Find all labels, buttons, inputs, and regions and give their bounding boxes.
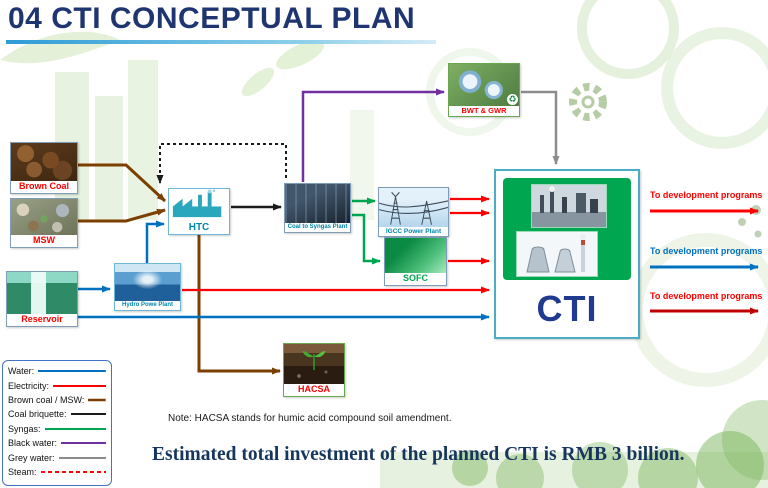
dev-program-label-1: To development programs	[650, 190, 763, 200]
legend-label: Electricity:	[8, 380, 50, 391]
legend-label: Syngas:	[8, 423, 41, 434]
investment-statement: Estimated total investment of the planne…	[152, 444, 685, 465]
node-reservoir: Reservoir	[6, 271, 78, 327]
legend-line-steam	[40, 470, 106, 473]
node-htc: HTC	[168, 188, 230, 235]
legend-item-steam: Steam:	[8, 465, 106, 479]
legend-label: Brown coal / MSW:	[8, 394, 85, 405]
sofc-image	[385, 238, 446, 274]
node-label: Coal to Syngas Plant	[285, 223, 350, 232]
dev-program-label-3: To development programs	[650, 291, 763, 301]
hydro-plant-image	[115, 264, 180, 302]
legend-label: Coal briquette:	[8, 409, 67, 420]
cti-towers-photo	[517, 232, 597, 276]
cti-image-panel	[503, 178, 631, 280]
reservoir-image	[7, 272, 77, 315]
node-label: Reservoir	[7, 314, 77, 326]
msw-image	[11, 199, 77, 236]
node-label: BWT & GWR	[449, 105, 519, 116]
dev-program-label-2: To development programs	[650, 246, 763, 256]
node-msw: MSW	[10, 198, 78, 248]
title-underline	[6, 40, 436, 44]
node-label: HTC	[169, 221, 229, 234]
node-cti: CTI	[494, 169, 640, 339]
node-hydro-power-plant: Hydro Powe Plant	[114, 263, 181, 311]
legend-label: Steam:	[8, 466, 37, 477]
node-hacsa: HACSA	[283, 343, 345, 397]
brown-coal-image	[11, 143, 77, 182]
sprout-icon	[302, 351, 326, 371]
legend-line-coal-briquette	[70, 413, 106, 416]
page-title: 04 CTI CONCEPTUAL PLAN	[8, 2, 416, 35]
node-igcc-power-plant: IGCC Power Plant	[378, 187, 449, 237]
legend-line-electricity	[53, 384, 106, 387]
igcc-image	[379, 188, 448, 227]
recycle-icon: ♻	[507, 93, 518, 105]
node-label: MSW	[11, 235, 77, 247]
grass-circles	[452, 400, 768, 488]
legend-item-brown-coal-msw: Brown coal / MSW:	[8, 393, 106, 407]
legend-label: Water:	[8, 366, 35, 377]
node-label: SOFC	[385, 273, 446, 285]
cti-plant-photo	[532, 185, 606, 227]
node-label: Hydro Powe Plant	[115, 301, 180, 310]
node-label: Brown Coal	[11, 181, 77, 193]
legend-label: Black water:	[8, 438, 58, 449]
legend-item-water: Water:	[8, 364, 106, 378]
legend-line-black-water	[61, 442, 106, 445]
legend-label: Grey water:	[8, 452, 55, 463]
htc-factory-image	[169, 189, 229, 221]
legend-item-electricity: Electricity:	[8, 378, 106, 392]
node-sofc: SOFC	[384, 237, 447, 286]
dot-pattern	[738, 205, 762, 238]
hacsa-note: Note: HACSA stands for humic acid compou…	[168, 413, 452, 424]
legend-line-grey-water	[58, 456, 106, 459]
legend: Water: Electricity: Brown coal / MSW: Co…	[2, 360, 112, 486]
legend-line-syngas	[44, 427, 106, 430]
cti-label: CTI	[536, 287, 598, 329]
legend-item-coal-briquette: Coal briquette:	[8, 407, 106, 421]
legend-line-water	[38, 370, 106, 373]
hacsa-image	[284, 344, 344, 385]
gear-icon	[569, 83, 607, 121]
legend-line-brown-coal	[88, 398, 106, 402]
bwt-gwr-image: ♻	[449, 64, 519, 106]
legend-item-black-water: Black water:	[8, 436, 106, 450]
legend-item-grey-water: Grey water:	[8, 450, 106, 464]
node-label: IGCC Power Plant	[379, 226, 448, 236]
node-coal-to-syngas-plant: Coal to Syngas Plant	[284, 183, 351, 233]
node-brown-coal: Brown Coal	[10, 142, 78, 194]
syngas-plant-image	[285, 184, 350, 224]
node-label: HACSA	[284, 384, 344, 396]
legend-item-syngas: Syngas:	[8, 422, 106, 436]
leaf-decoration	[0, 31, 324, 97]
node-bwt-gwr: ♻ BWT & GWR	[448, 63, 520, 117]
